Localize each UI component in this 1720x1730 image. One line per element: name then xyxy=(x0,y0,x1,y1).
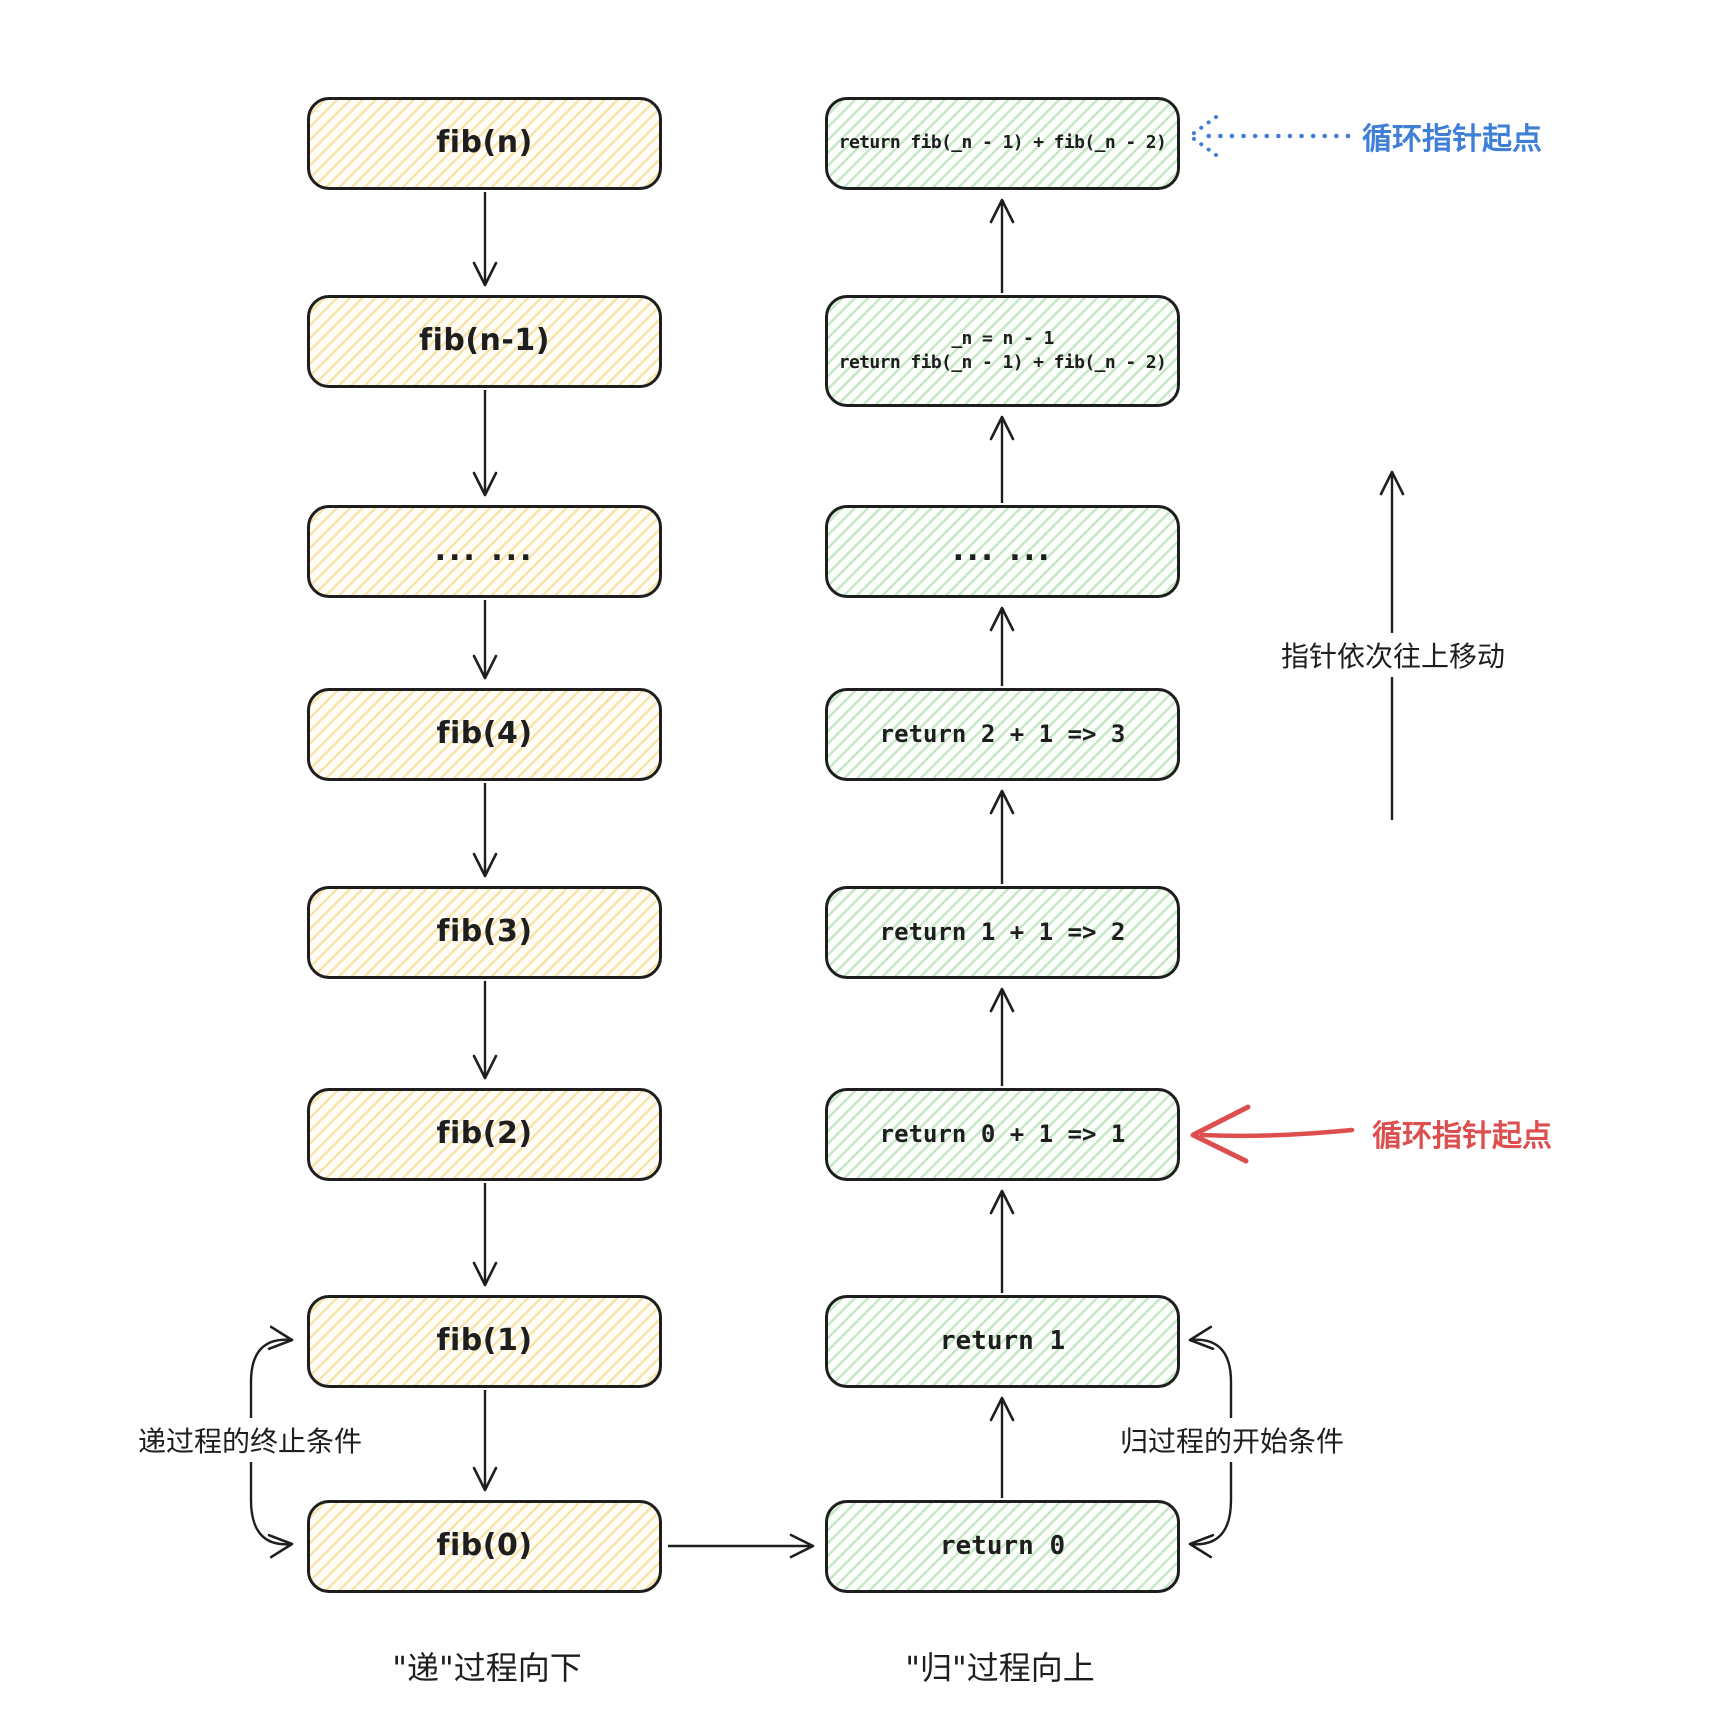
red-arrow xyxy=(1190,1104,1355,1164)
node-label: fib(n-1) xyxy=(419,323,550,359)
node-label: fib(3) xyxy=(436,914,533,950)
node-label: return 2 + 1 => 3 xyxy=(879,720,1126,749)
node-label: fib(2) xyxy=(436,1116,533,1152)
node-label-line1: _n = n - 1 xyxy=(951,327,1054,349)
node-label: return 0 + 1 => 1 xyxy=(879,1120,1126,1149)
node-return-1: return 1 xyxy=(825,1295,1180,1388)
node-fib-1: fib(1) xyxy=(307,1295,662,1388)
node-label: return fib(_n - 1) + fib(_n - 2) xyxy=(838,132,1167,154)
node-label: fib(0) xyxy=(436,1528,533,1564)
node-label: fib(4) xyxy=(436,716,533,752)
node-ellipsis-left: ... ... xyxy=(307,505,662,598)
caption-recurse-down: "递"过程向下 xyxy=(392,1649,582,1687)
pointer-moves-up-label: 指针依次往上移动 xyxy=(1274,633,1512,677)
node-label-line2: return fib(_n - 1) + fib(_n - 2) xyxy=(838,352,1167,373)
node-fib-2: fib(2) xyxy=(307,1088,662,1181)
node-assign-and-return: _n = n - 1 return fib(_n - 1) + fib(_n -… xyxy=(825,295,1180,407)
node-fib-n-1: fib(n-1) xyxy=(307,295,662,388)
node-fib-4: fib(4) xyxy=(307,688,662,781)
node-fib-0: fib(0) xyxy=(307,1500,662,1593)
node-label: fib(n) xyxy=(436,125,533,161)
node-label: ... ... xyxy=(952,533,1053,569)
node-fib-3: fib(3) xyxy=(307,886,662,979)
node-label: ... ... xyxy=(434,533,535,569)
caption-return-up: "归"过程向上 xyxy=(905,1649,1095,1687)
return-start-condition-label: 归过程的开始条件 xyxy=(1113,1418,1351,1462)
node-label: return 0 xyxy=(939,1530,1066,1561)
recursion-stop-condition-label: 递过程的终止条件 xyxy=(131,1418,369,1462)
loop-pointer-start-label-red: 循环指针起点 xyxy=(1372,1119,1552,1154)
node-fib-n: fib(n) xyxy=(307,97,662,190)
node-label: return 1 xyxy=(939,1325,1066,1356)
node-return-3: return 2 + 1 => 3 xyxy=(825,688,1180,781)
node-return-0: return 0 xyxy=(825,1500,1180,1593)
node-label: return 1 + 1 => 2 xyxy=(879,918,1126,947)
node-return-0-plus-1: return 0 + 1 => 1 xyxy=(825,1088,1180,1181)
loop-pointer-start-label-blue: 循环指针起点 xyxy=(1362,122,1542,157)
node-label: fib(1) xyxy=(436,1323,533,1359)
node-ellipsis-right: ... ... xyxy=(825,505,1180,598)
node-return-fib-expr: return fib(_n - 1) + fib(_n - 2) xyxy=(825,97,1180,190)
blue-dotted-arrow xyxy=(1188,115,1351,157)
node-return-2: return 1 + 1 => 2 xyxy=(825,886,1180,979)
